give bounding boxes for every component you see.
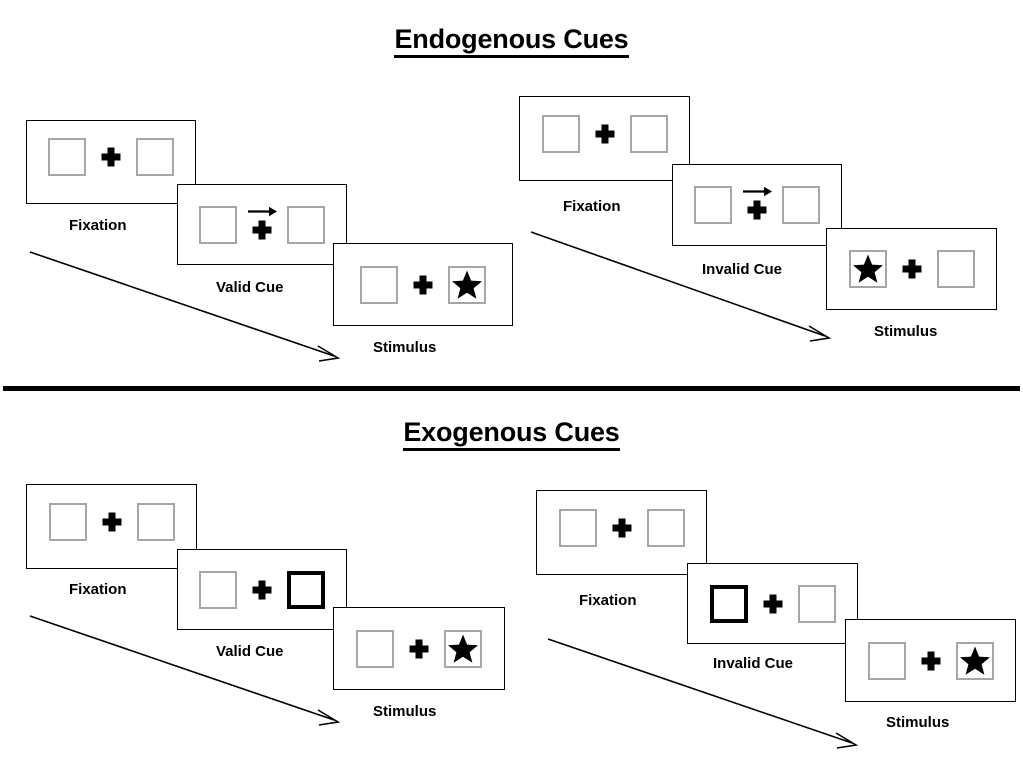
section-divider <box>3 386 1020 391</box>
caption-endogenous-invalid-stimulus: Stimulus <box>874 323 938 340</box>
panel-content <box>334 264 512 306</box>
star-icon <box>448 634 478 663</box>
fixation-cross <box>609 507 635 549</box>
fixation-cross-icon <box>921 651 940 670</box>
fixation-cross-icon <box>763 594 782 613</box>
panel-content <box>178 204 346 246</box>
arrow-right-icon <box>743 186 772 197</box>
left-placeholder-box <box>360 265 398 304</box>
caption-exogenous-valid-fixation: Fixation <box>69 581 127 598</box>
panel-endogenous-valid-stimulus[interactable] <box>333 243 513 326</box>
panel-content <box>827 248 996 290</box>
fixation-cross-icon <box>409 639 429 658</box>
left-placeholder-box <box>558 508 597 547</box>
arrow-right-icon <box>248 206 277 216</box>
time-flow-arrow-exogenous-valid <box>29 615 341 726</box>
panel-content <box>537 507 706 549</box>
caption-exogenous-valid-cue: Valid Cue <box>216 643 284 660</box>
panel-endogenous-invalid-stimulus[interactable] <box>826 228 997 310</box>
left-placeholder-box <box>48 138 86 177</box>
fixation-cross-with-cue <box>248 204 277 246</box>
fixation-cross <box>249 569 275 611</box>
panel-endogenous-valid-cue[interactable] <box>177 184 347 265</box>
fixation-cross-icon <box>413 275 433 294</box>
caption-exogenous-invalid-fixation: Fixation <box>579 592 637 609</box>
panel-exogenous-invalid-fixation[interactable] <box>536 490 707 575</box>
section-title-endogenous-text: Endogenous Cues <box>394 24 629 58</box>
left-placeholder-box <box>199 570 237 609</box>
fixation-cross <box>406 628 432 670</box>
panel-endogenous-valid-fixation[interactable] <box>26 120 196 204</box>
fixation-cross <box>899 248 925 290</box>
panel-content <box>673 184 841 226</box>
caption-endogenous-valid-cue: Valid Cue <box>216 279 284 296</box>
caption-endogenous-valid-fixation: Fixation <box>69 217 127 234</box>
left-target-box <box>848 250 887 288</box>
star-icon <box>452 270 482 299</box>
panel-exogenous-invalid-stimulus[interactable] <box>845 619 1016 702</box>
panel-exogenous-valid-stimulus[interactable] <box>333 607 505 690</box>
star-icon <box>959 646 990 675</box>
right-cued-box <box>287 570 325 609</box>
fixation-cross-icon <box>612 518 631 538</box>
star-icon <box>852 254 883 283</box>
fixation-cross <box>410 264 436 306</box>
time-flow-arrow-endogenous-valid <box>29 251 341 362</box>
section-title-exogenous: Exogenous Cues <box>0 417 1023 451</box>
caption-endogenous-valid-stimulus: Stimulus <box>373 339 437 356</box>
right-target-box <box>444 629 482 668</box>
panel-content <box>688 583 857 625</box>
panel-content <box>27 501 196 543</box>
left-placeholder-box <box>199 205 237 244</box>
caption-exogenous-invalid-stimulus: Stimulus <box>886 714 950 731</box>
panel-content <box>846 640 1015 682</box>
time-flow-arrow-endogenous-invalid <box>530 231 832 342</box>
left-placeholder-box <box>48 502 87 541</box>
right-placeholder-box <box>629 114 668 153</box>
right-placeholder-box <box>136 502 175 541</box>
right-target-box <box>448 265 486 304</box>
fixation-cross-icon <box>747 200 767 220</box>
left-placeholder-box <box>867 641 906 680</box>
right-placeholder-box <box>797 584 836 623</box>
right-placeholder-box <box>287 205 325 244</box>
section-title-exogenous-text: Exogenous Cues <box>403 417 620 451</box>
caption-endogenous-invalid-cue: Invalid Cue <box>702 261 783 278</box>
panel-endogenous-invalid-cue[interactable] <box>672 164 842 246</box>
section-title-endogenous: Endogenous Cues <box>0 24 1023 58</box>
right-target-box <box>955 641 994 680</box>
fixation-cross-icon <box>102 512 121 532</box>
fixation-cross-icon <box>252 220 272 240</box>
fixation-cross-icon <box>595 124 614 144</box>
panel-content <box>334 628 504 670</box>
caption-exogenous-invalid-cue: Invalid Cue <box>713 655 794 672</box>
left-placeholder-box <box>356 629 394 668</box>
caption-exogenous-valid-stimulus: Stimulus <box>373 703 437 720</box>
fixation-cross-icon <box>101 147 121 167</box>
panel-content <box>178 569 346 611</box>
panel-exogenous-valid-fixation[interactable] <box>26 484 197 569</box>
fixation-cross-icon <box>252 580 272 599</box>
right-placeholder-box <box>646 508 685 547</box>
panel-exogenous-valid-cue[interactable] <box>177 549 347 630</box>
fixation-cross <box>592 113 618 155</box>
time-flow-arrow-exogenous-invalid <box>547 638 859 749</box>
right-placeholder-box <box>936 250 975 288</box>
panel-endogenous-invalid-fixation[interactable] <box>519 96 690 181</box>
panel-content <box>520 113 689 155</box>
fixation-cross-with-cue <box>743 184 772 226</box>
left-placeholder-box <box>694 186 732 224</box>
left-cued-box <box>709 584 748 623</box>
panel-content <box>27 136 195 178</box>
fixation-cross-icon <box>902 259 921 279</box>
fixation-cross <box>918 640 944 682</box>
caption-endogenous-invalid-fixation: Fixation <box>563 198 621 215</box>
fixation-cross <box>760 583 786 625</box>
panel-exogenous-invalid-cue[interactable] <box>687 563 858 644</box>
right-placeholder-box <box>782 186 820 224</box>
fixation-cross <box>99 501 125 543</box>
left-placeholder-box <box>541 114 580 153</box>
right-placeholder-box <box>136 138 174 177</box>
fixation-cross <box>98 136 124 178</box>
